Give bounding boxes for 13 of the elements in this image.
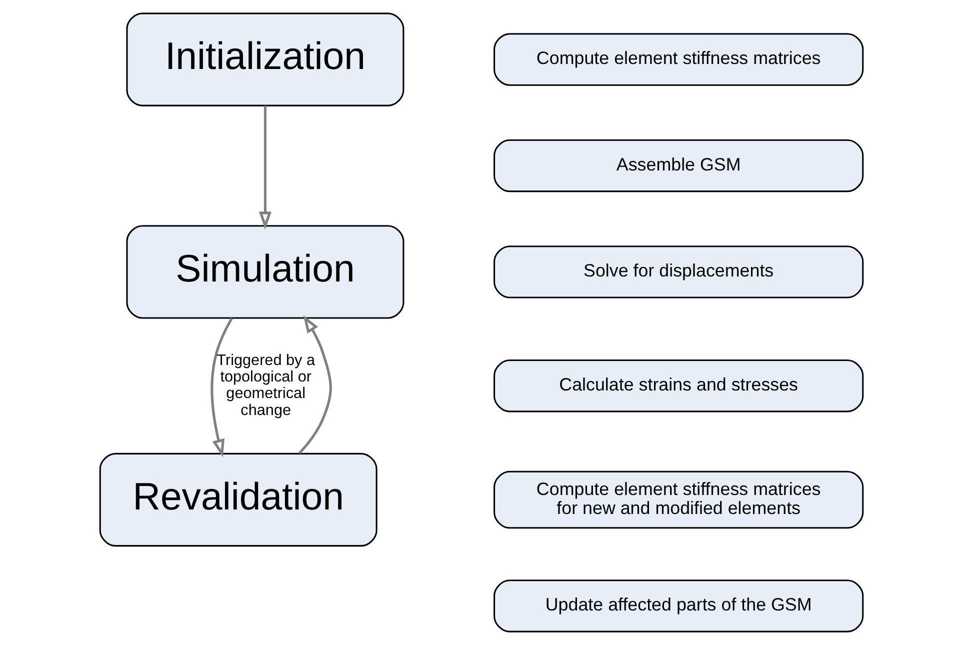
arrow (298, 315, 332, 454)
node-box: Simulation (126, 225, 404, 319)
arrow (210, 318, 232, 458)
node-box: Assemble GSM (493, 139, 864, 192)
node-box: Update affected parts of the GSM (493, 580, 864, 632)
node-box: Initialization (126, 12, 404, 106)
edge-label: Triggered by a topological or geometrical change (216, 352, 315, 419)
node-box: Solve for displacements (493, 246, 864, 298)
node-box: Compute element stiffness matrices for new and modified elements (493, 470, 864, 529)
node-box: Compute element stiffness matrices (493, 33, 864, 86)
arrow (258, 106, 271, 230)
node-box: Revalidation (98, 452, 377, 547)
node-box: Calculate strains and stresses (493, 359, 864, 412)
